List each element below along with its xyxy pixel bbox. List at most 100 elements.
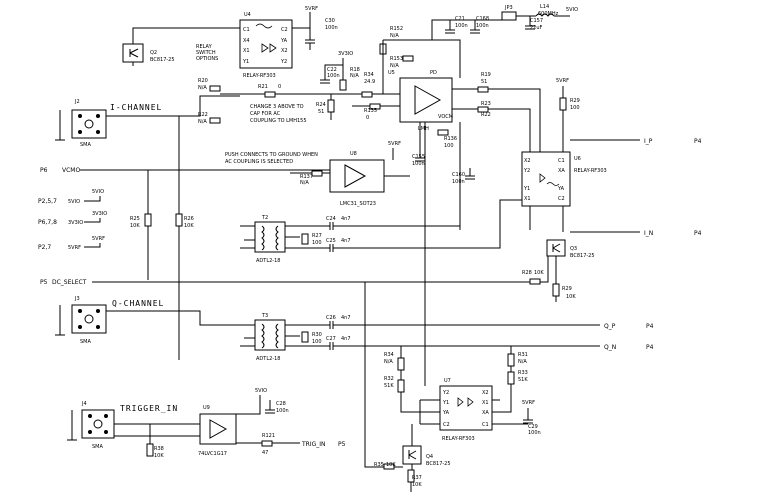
r24-ref: R24 bbox=[316, 102, 326, 108]
wire-j3-signal bbox=[106, 310, 255, 326]
r23-ref: R23 bbox=[481, 101, 491, 107]
j3-ref: J3 bbox=[74, 296, 80, 302]
c157-ref: C157 bbox=[530, 18, 543, 24]
u6-pin-c2: C2 bbox=[558, 196, 565, 202]
transistor-q3: Q3 BC817-25 bbox=[546, 239, 595, 259]
r25-ref: R25 bbox=[130, 216, 140, 222]
note-line-4: PUSH CONNECTS TO GROUND WHEN bbox=[225, 152, 318, 158]
connector-j4: J4 SMA bbox=[67, 401, 115, 450]
cap-c160: C160 100n bbox=[452, 168, 475, 185]
wire-j4 bbox=[114, 423, 200, 444]
u6-pin-x2: X2 bbox=[524, 158, 531, 164]
u7-ref: U7 bbox=[444, 378, 451, 384]
note-line-5: AC COUPLING IS SELECTED bbox=[225, 159, 293, 165]
c29-val: 100n bbox=[528, 430, 541, 436]
wire-3v3-dist bbox=[324, 58, 344, 80]
r27-val: 100 bbox=[312, 240, 322, 246]
u6-pin-y2: Y2 bbox=[523, 168, 530, 174]
inductor-l14: L14 600MHz bbox=[535, 4, 559, 17]
u8-name: LMC31_SOT23 bbox=[340, 201, 376, 207]
r28-val: 10K bbox=[534, 270, 544, 276]
res-r20: R20 N/A bbox=[198, 78, 221, 92]
r23-val: R22 bbox=[481, 112, 491, 118]
net-5vio-u9: 5VIO bbox=[255, 388, 267, 394]
ic-u8: U8 LMC31_SOT23 bbox=[329, 151, 385, 207]
c22-ref: C22 bbox=[327, 67, 337, 73]
r34b-val: N/A bbox=[384, 359, 393, 365]
j2-ref: J2 bbox=[74, 99, 80, 105]
res-r31: R31 N/A bbox=[507, 352, 528, 367]
wire-u6-out bbox=[562, 139, 640, 233]
u6-pin-c1: C1 bbox=[558, 158, 565, 164]
c26-ref: C26 bbox=[326, 315, 336, 321]
net-p4-b: P4 bbox=[694, 230, 702, 237]
r19-val: 51 bbox=[481, 79, 487, 85]
cap-c21: C21 100n bbox=[445, 16, 468, 34]
transformer-t3: T3 ADTL2-18 bbox=[254, 313, 286, 362]
q4-ref: Q4 bbox=[426, 454, 433, 460]
res-r135: R135 0 bbox=[364, 103, 381, 121]
cap-c30: C30 100n bbox=[305, 18, 338, 50]
connector-j3: J3 SMA bbox=[55, 296, 107, 345]
wire-vocm bbox=[419, 122, 461, 230]
wire-t3-out bbox=[333, 324, 600, 347]
wire-u8 bbox=[290, 148, 410, 177]
r29b-ref: R29 bbox=[562, 286, 572, 292]
cap-c25: C25 4n7 bbox=[326, 238, 351, 252]
r18-ref: R18 bbox=[350, 67, 360, 73]
r153-ref: R153 bbox=[390, 56, 403, 62]
wire-r25-r26 bbox=[147, 116, 180, 360]
q2-name: BC817-25 bbox=[150, 57, 175, 63]
cap-c27: C27 4n7 bbox=[326, 336, 351, 350]
r35-ref: R35 bbox=[374, 462, 384, 468]
u4-pin-y2: Y2 bbox=[280, 59, 287, 65]
r31-ref: R31 bbox=[518, 352, 528, 358]
wire-j2-signal bbox=[106, 95, 240, 117]
u5-pin-pd: PD bbox=[430, 70, 437, 76]
res-r34: R34 24.9 bbox=[361, 72, 375, 98]
wire-bus-vertical bbox=[419, 122, 426, 424]
net-p5-b: P5 bbox=[338, 441, 346, 448]
wire-u7 bbox=[400, 384, 528, 425]
note-push: PUSH CONNECTS TO GROUND WHEN AC COUPLING… bbox=[225, 152, 318, 165]
u4-pin-x4: X4 bbox=[243, 38, 250, 44]
u7-pin-y2: Y2 bbox=[442, 390, 449, 396]
c27-ref: C27 bbox=[326, 336, 336, 342]
u4-pin-x2: X2 bbox=[281, 48, 288, 54]
u7-pin-xa: XA bbox=[482, 410, 489, 416]
r135-ref: R135 bbox=[364, 108, 377, 114]
c25-val: 4n7 bbox=[341, 238, 351, 244]
net-p6: P6 bbox=[40, 167, 48, 174]
c28-val: 100n bbox=[276, 408, 289, 414]
u7-pin-x1: X1 bbox=[482, 400, 489, 406]
cap-c155: C155 100n bbox=[412, 150, 425, 167]
wire-dc-select bbox=[92, 256, 549, 283]
net-3v3io-top: 3V3IO bbox=[338, 51, 353, 57]
u7-name: RELAY-RF303 bbox=[442, 436, 475, 442]
res-r121: R121 47 bbox=[261, 433, 275, 456]
u4-pin-c1: C1 bbox=[243, 27, 250, 33]
r152-ref: R152 bbox=[390, 26, 403, 32]
r20-val: N/A bbox=[198, 85, 207, 91]
q2-ref: Q2 bbox=[150, 50, 157, 56]
r34-ref: R34 bbox=[364, 72, 374, 78]
ic-u9: U9 74LVC1G17 bbox=[198, 405, 237, 457]
l14-ref: L14 bbox=[540, 4, 549, 10]
r20-ref: R20 bbox=[198, 78, 208, 84]
net-3v3io-label: 3V3IO bbox=[68, 220, 83, 226]
res-r27: R27 100 bbox=[301, 233, 322, 246]
j4-name: SMA bbox=[92, 444, 103, 450]
note-ac-coupling: CHANGE 3 ABOVE TO CAP FOR AC COUPLING TO… bbox=[250, 104, 307, 124]
r31-val: N/A bbox=[518, 359, 527, 365]
transistor-q4: Q4 BC817-25 bbox=[402, 445, 451, 467]
r30-val: 100 bbox=[312, 339, 322, 345]
wire-u5-feedback bbox=[382, 19, 470, 94]
c25-ref: C25 bbox=[326, 238, 336, 244]
r137-ref: R137 bbox=[300, 174, 313, 180]
j4-ref: J4 bbox=[81, 401, 87, 407]
wire-supply-top bbox=[470, 15, 570, 21]
u4-name: RELAY-RF303 bbox=[243, 73, 276, 79]
r33-ref: R33 bbox=[518, 370, 528, 376]
r34b-ref: R34 bbox=[384, 352, 394, 358]
u7-pin-ya: YA bbox=[442, 410, 450, 416]
